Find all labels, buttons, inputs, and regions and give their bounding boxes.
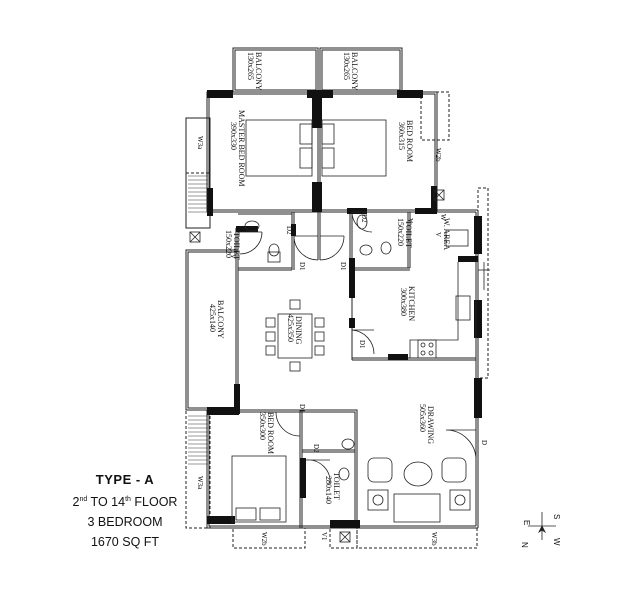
- kitchen-label: KITCHEN: [407, 286, 416, 321]
- v-warea-label: V: [434, 232, 442, 237]
- sanitary-fixtures: [244, 214, 392, 481]
- dining-dim: 425x350: [286, 314, 295, 342]
- beds: [231, 119, 387, 523]
- toilet-left-label: TOILET: [232, 232, 241, 260]
- d1-kitchen-label: D1: [358, 340, 366, 349]
- d2-bottom-label: D2: [312, 444, 320, 453]
- dining-label: DINING: [294, 316, 303, 345]
- hob-icon: [417, 339, 437, 359]
- balcony-top-right-label: BALCONY: [350, 52, 359, 91]
- w3b-bottom-label: W3b: [430, 532, 438, 546]
- kitchen-dim: 300x380: [399, 288, 408, 316]
- w2b-top-label: W2b: [434, 148, 442, 162]
- plan-floors: 2nd TO 14th FLOOR: [72, 495, 178, 510]
- toilet-bottom-dim: 280x140: [324, 476, 333, 504]
- plan-area: 1670 SQ FT: [90, 535, 160, 550]
- sunshade-outlines: [185, 91, 489, 549]
- bed-right-label: BED ROOM: [405, 120, 414, 162]
- master-bed-dim: 390x330: [229, 122, 238, 150]
- compass-icon: S E W N: [520, 512, 561, 548]
- compass-n: N: [520, 542, 529, 548]
- plan-type: TYPE - A: [95, 472, 155, 487]
- w-warea-label: W: [439, 214, 447, 221]
- master-bed-label: MASTER BED ROOM: [237, 110, 246, 186]
- balcony-top-left-dim: 130x265: [246, 52, 255, 80]
- wc-icon: [338, 467, 350, 481]
- bed-bottom-dim: 350x300: [258, 412, 267, 440]
- w3a-top-label: W3a: [196, 136, 204, 150]
- d2-left-label: D2: [285, 226, 293, 235]
- balcony-top-left-label: BALCONY: [254, 52, 263, 91]
- d-main-label: D: [480, 440, 488, 445]
- toilet-right-dim: 150x220: [396, 218, 405, 246]
- d1-left-label: D1: [298, 262, 306, 271]
- window-hatching: [188, 175, 208, 465]
- v-toilet-right-label: V: [406, 218, 414, 223]
- compass-s: S: [552, 514, 561, 519]
- balcony-top-right-dim: 130x265: [342, 52, 351, 80]
- dining-table: [277, 313, 313, 359]
- opening-labels: W3a W2b D2 D1 D1 D2 V V W D1 V D1 D2 D W…: [196, 136, 488, 546]
- kitchen-counter: [409, 229, 477, 359]
- coffee-table-icon: [403, 461, 433, 487]
- v-balcony-label: V: [229, 254, 237, 259]
- drawing-label: DRAWING: [426, 406, 435, 444]
- room-labels: BALCONY 130x265 BALCONY 130x265 MASTER B…: [208, 52, 451, 504]
- basin-icon: [244, 220, 260, 232]
- drawing-furniture: [189, 189, 490, 543]
- wc-icon: [359, 244, 373, 256]
- compass-w: W: [552, 538, 561, 546]
- bed-right-dim: 360x315: [397, 122, 406, 150]
- toilet-right-label: TOILET: [404, 220, 413, 248]
- toilet-left-dim: 150x220: [224, 230, 233, 258]
- thick-wall-segments: [207, 90, 482, 528]
- toilet-bottom-label: TOILET: [332, 472, 341, 500]
- wc-icon: [268, 243, 280, 257]
- d2-right-label: D2: [360, 214, 368, 223]
- sofa-icon: [393, 493, 441, 523]
- door-swings: [238, 211, 477, 485]
- drawing-dim: 505x360: [418, 404, 427, 432]
- basin-icon: [341, 438, 355, 450]
- v1-bottom-label: V1: [320, 532, 328, 541]
- armchair-icon: [441, 457, 467, 483]
- compass-e: E: [522, 520, 531, 525]
- d1-mid-label: D1: [339, 262, 347, 271]
- sink-icon: [455, 295, 471, 321]
- bed-bottom-icon: [231, 455, 287, 523]
- armchair-icon: [367, 457, 393, 483]
- dining-set: [265, 299, 325, 372]
- plan-bedrooms: 3 BEDROOM: [87, 515, 163, 530]
- basin-icon: [356, 214, 368, 230]
- bed-bottom-label: BED ROOM: [266, 412, 275, 454]
- balcony-mid-label: BALCONY: [216, 300, 225, 339]
- w-area-label: W. AREA: [442, 218, 451, 250]
- w2b-bottom-label: W2b: [260, 532, 268, 546]
- balcony-mid-dim: 425x140: [208, 304, 217, 332]
- top-balconies: [232, 47, 403, 93]
- w3a-bottom-label: W3a: [196, 476, 204, 490]
- washing-icon: [445, 229, 469, 247]
- d1-bottom-label: D1: [298, 404, 306, 413]
- plan-info-block: TYPE - A 2nd TO 14th FLOOR 3 BEDROOM 167…: [40, 470, 210, 552]
